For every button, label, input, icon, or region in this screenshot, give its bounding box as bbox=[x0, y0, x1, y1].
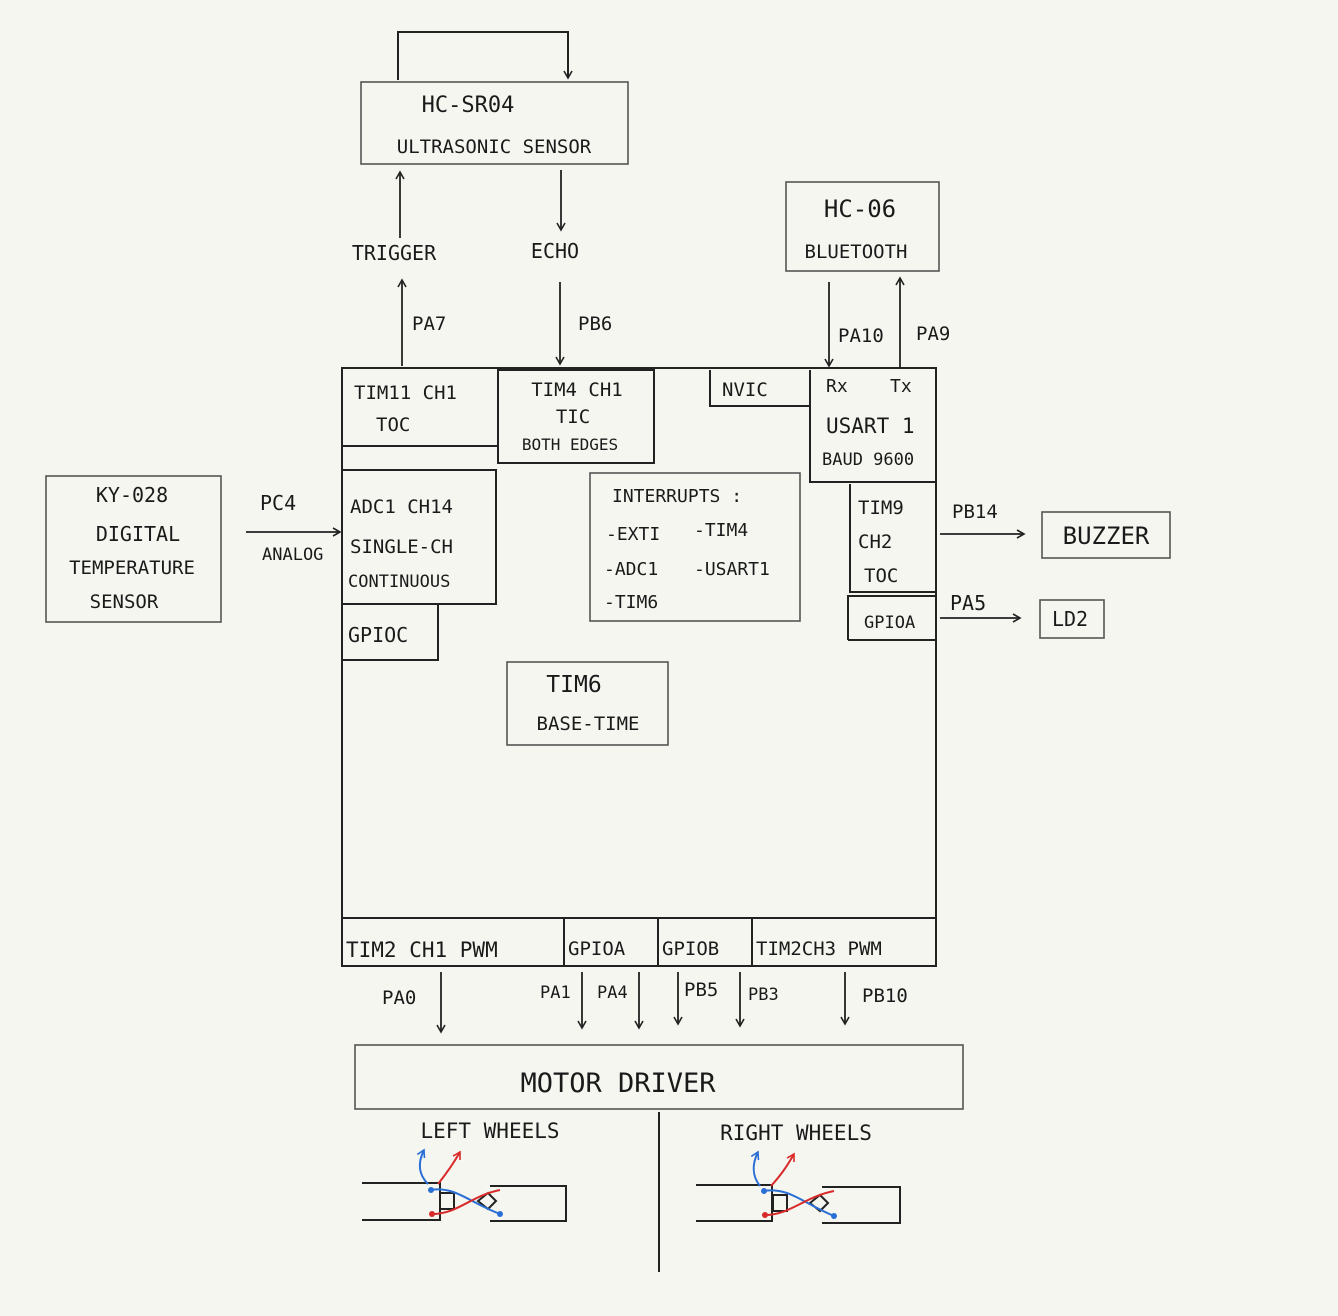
bottom-peripherals: TIM2 CH1 PWM GPIOA GPIOB TIM2CH3 PWM bbox=[342, 917, 936, 966]
pb14-label: PB14 bbox=[952, 501, 998, 523]
tim11-peripheral: TIM11 CH1 TOC bbox=[341, 368, 498, 447]
hc-sr04-subtitle: ULTRASONIC SENSOR bbox=[397, 136, 592, 158]
gpioc-peripheral: GPIOC bbox=[341, 603, 439, 661]
adc-conv: CONTINUOUS bbox=[348, 572, 450, 592]
pc4-label: PC4 bbox=[260, 491, 296, 515]
hc-sr04-box bbox=[360, 81, 629, 165]
hc-06-title: HC-06 bbox=[824, 195, 896, 223]
adc1-peripheral: ADC1 CH14 SINGLE-CH CONTINUOUS bbox=[341, 469, 497, 605]
pa7-label: PA7 bbox=[412, 313, 446, 335]
pb3-label: PB3 bbox=[748, 985, 779, 1005]
tim4-title: TIM4 CH1 bbox=[531, 379, 623, 401]
ky-028-box bbox=[45, 475, 222, 623]
buzzer: BUZZER bbox=[1041, 511, 1171, 559]
interrupt-usart1: -USART1 bbox=[694, 559, 770, 580]
pa10-label: PA10 bbox=[838, 325, 884, 347]
ld2-label: LD2 bbox=[1052, 607, 1088, 631]
pa1-label: PA1 bbox=[540, 983, 571, 1003]
gpioa-right-label: GPIOA bbox=[864, 613, 915, 633]
ky-028-sensor: KY-028 DIGITAL TEMPERATURE SENSOR bbox=[45, 475, 222, 623]
usart-title: USART 1 bbox=[826, 414, 915, 438]
sensor-loop-arrow bbox=[397, 31, 573, 80]
pb5-label: PB5 bbox=[684, 979, 718, 1001]
ky-028-line4: SENSOR bbox=[90, 591, 159, 613]
interrupt-adc1: -ADC1 bbox=[604, 559, 658, 580]
tim2-ch1-label: TIM2 CH1 PWM bbox=[346, 938, 498, 962]
interrupts-title: INTERRUPTS : bbox=[612, 486, 742, 507]
interrupt-exti: -EXTI bbox=[606, 524, 660, 545]
usart-rx-label: Rx bbox=[826, 376, 848, 397]
motor-driver-label: MOTOR DRIVER bbox=[520, 1068, 716, 1099]
nvic-peripheral: NVIC bbox=[709, 370, 810, 407]
tim4-edges: BOTH EDGES bbox=[522, 435, 618, 454]
pa5-label: PA5 bbox=[950, 591, 986, 615]
interrupt-tim6: -TIM6 bbox=[604, 592, 658, 613]
gpiob-label: GPIOB bbox=[662, 938, 719, 960]
ky-028-line2: DIGITAL bbox=[96, 522, 180, 546]
gpioa-bottom-label: GPIOA bbox=[568, 938, 626, 960]
ld2-led: LD2 bbox=[1039, 599, 1105, 639]
buzzer-label: BUZZER bbox=[1063, 522, 1150, 550]
usart1-peripheral: Rx Tx USART 1 BAUD 9600 bbox=[809, 370, 936, 483]
tim4-mode: TIC bbox=[556, 406, 590, 428]
pa0-label: PA0 bbox=[382, 987, 416, 1009]
adc-title: ADC1 CH14 bbox=[350, 496, 453, 518]
gpioc-label: GPIOC bbox=[348, 623, 408, 647]
hc-06-subtitle: BLUETOOTH bbox=[805, 241, 908, 263]
hc-06-bluetooth: HC-06 BLUETOOTH bbox=[785, 181, 940, 272]
ky-028-title: KY-028 bbox=[96, 483, 168, 507]
mcu-block bbox=[341, 367, 937, 967]
echo-label: ECHO bbox=[531, 239, 579, 263]
tim9-mode: TOC bbox=[864, 565, 898, 587]
pa9-label: PA9 bbox=[916, 323, 950, 345]
tim11-mode: TOC bbox=[376, 414, 410, 436]
hc-sr04-title: HC-SR04 bbox=[422, 93, 515, 118]
interrupt-tim4: -TIM4 bbox=[694, 520, 748, 541]
tim9-channel: CH2 bbox=[858, 531, 892, 553]
analog-label: ANALOG bbox=[262, 545, 323, 565]
left-wheels-label: LEFT WHEELS bbox=[420, 1119, 559, 1143]
tim2-ch3-label: TIM2CH3 PWM bbox=[756, 938, 882, 960]
tim4-peripheral: TIM4 CH1 TIC BOTH EDGES bbox=[497, 369, 655, 464]
trigger-label: TRIGGER bbox=[352, 241, 437, 265]
pb10-label: PB10 bbox=[862, 985, 908, 1007]
motor-driver: MOTOR DRIVER bbox=[354, 1044, 964, 1110]
tim9-peripheral: TIM9 CH2 TOC bbox=[849, 484, 936, 593]
hc-06-box bbox=[785, 181, 940, 272]
tim6-mode: BASE-TIME bbox=[537, 713, 640, 735]
interrupts-box: INTERRUPTS : -EXTI -TIM4 -ADC1 -USART1 -… bbox=[589, 472, 801, 622]
right-wheels-label: RIGHT WHEELS bbox=[720, 1121, 872, 1145]
tim11-title: TIM11 CH1 bbox=[354, 382, 457, 404]
pb6-label: PB6 bbox=[578, 313, 612, 335]
gpioa-right-peripheral: GPIOA bbox=[847, 595, 936, 641]
tim6-peripheral: TIM6 BASE-TIME bbox=[506, 661, 669, 746]
tim6-title: TIM6 bbox=[546, 672, 601, 698]
left-wheel-motor-sketch bbox=[362, 1148, 567, 1222]
tim9-title: TIM9 bbox=[858, 497, 904, 519]
right-wheel-motor-sketch bbox=[696, 1150, 901, 1224]
ky-028-line3: TEMPERATURE bbox=[69, 557, 195, 579]
pa4-label: PA4 bbox=[597, 983, 628, 1003]
hc-sr04-sensor: HC-SR04 ULTRASONIC SENSOR bbox=[360, 31, 629, 165]
usart-tx-label: Tx bbox=[890, 376, 912, 397]
usart-baud: BAUD 9600 bbox=[822, 450, 914, 470]
nvic-label: NVIC bbox=[722, 379, 768, 401]
adc-mode: SINGLE-CH bbox=[350, 536, 453, 558]
